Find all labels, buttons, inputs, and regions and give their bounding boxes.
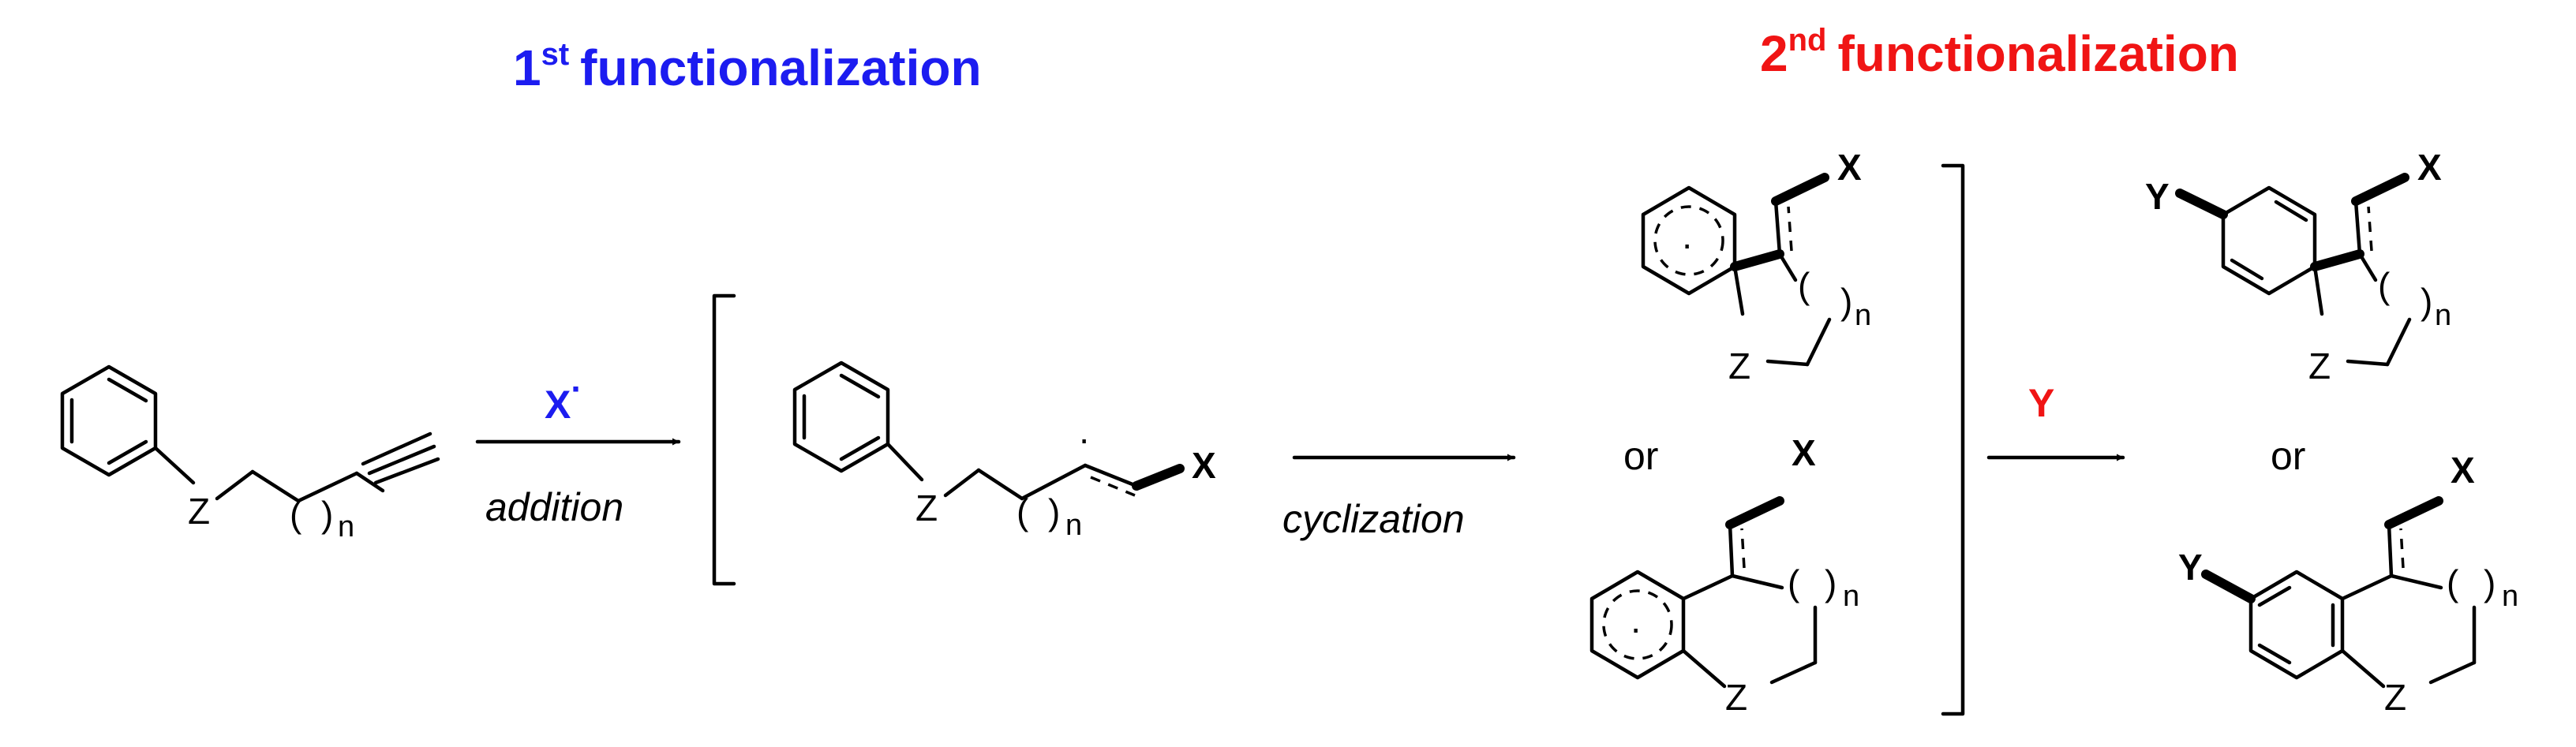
subscript-n: n [338,510,354,543]
paren-open: ( [1798,265,1810,306]
radical-dot: · [1630,607,1642,648]
paren-open: ( [1788,562,1800,603]
subscript-n: n [1855,299,1871,332]
x-substituent: X [1837,147,1862,188]
fused-radical-intermediate: · ( ) n Z X [1589,432,1859,718]
subscript-n: n [2435,299,2451,332]
paren-open: ( [2378,265,2391,306]
paren-close: ) [321,494,333,535]
paren-open: ( [290,494,302,535]
vinyl-radical-intermediate: Z ( ) n · X [712,293,1216,586]
paren-close: ) [1840,281,1852,322]
x-substituent: X [1792,432,1816,473]
z-atom: Z [915,487,938,529]
subscript-n: n [1065,509,1082,542]
cyclization-label: cyclization [1282,497,1465,541]
radical-dot: · [1681,223,1693,264]
addition-label: addition [485,485,623,529]
subscript-n: n [1843,580,1859,613]
x-substituent: X [2451,450,2475,491]
spiro-radical-intermediate: · Z n ) ( X [1641,147,1871,387]
z-atom: Z [1725,677,1747,718]
paren-close: ) [2421,281,2432,322]
x-radical-reagent: X· [545,370,582,427]
y-substituent: Y [2145,176,2170,217]
paren-open: ( [1017,491,1029,532]
paren-close: ) [1048,491,1060,532]
or-label-left: or [1623,434,1658,478]
x-substituent: X [2417,147,2442,188]
z-atom: Z [2384,677,2406,718]
y-substituent: Y [2178,547,2203,588]
spiro-product: Y Z n ) ( X [2145,147,2451,387]
paren-close: ) [1825,562,1837,603]
fused-product: Y ( ) n Z X [2178,450,2518,718]
x-substituent: X [1192,445,1216,486]
z-atom: Z [2308,345,2331,387]
z-atom: Z [188,491,210,532]
addition-step: X· addition [475,370,681,529]
starting-material: Z ( ) n [60,364,440,543]
radical-dot: · [1078,418,1090,459]
y-reagent: Y [2028,381,2054,425]
paren-open: ( [2447,562,2459,603]
z-atom: Z [1728,345,1750,387]
second-functionalization-step: Y [1986,381,2125,461]
or-label-right: or [2271,434,2305,478]
closing-bracket [1941,163,1965,716]
subscript-n: n [2502,580,2518,613]
cyclization-step: cyclization [1282,454,1516,541]
paren-close: ) [2484,562,2496,603]
